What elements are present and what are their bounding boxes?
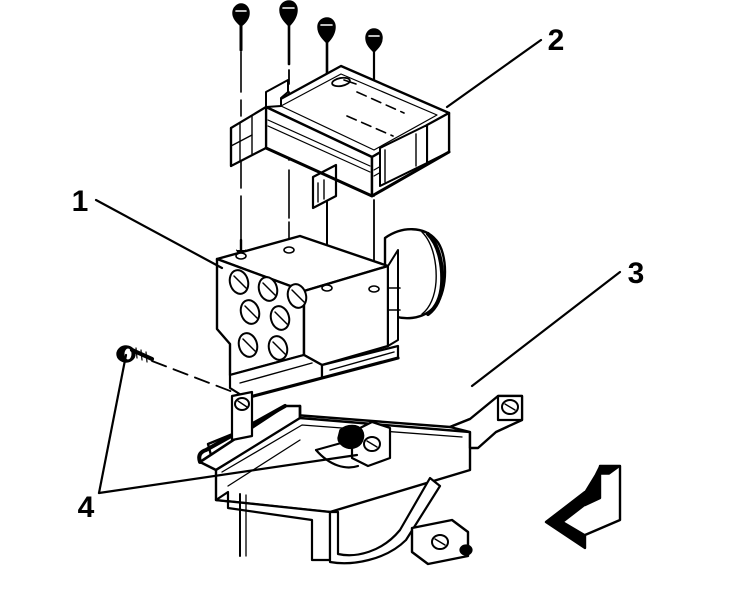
callout-label-1: 1: [72, 185, 89, 218]
callout-label-4: 4: [78, 491, 95, 524]
callout-label-3: 3: [628, 257, 645, 290]
bracket-tab-bottom: [410, 518, 473, 566]
view-direction-arrow: [544, 464, 622, 550]
leader-line-4b: [97, 453, 359, 495]
leader-line-4a: [97, 353, 128, 495]
modulator-mounting-bracket: [197, 390, 524, 566]
bracket-bolt-upper: [116, 345, 239, 395]
electronic-brake-control-module: [229, 64, 451, 210]
bracket-tab-right: [448, 394, 524, 450]
callout-label-2: 2: [548, 24, 565, 57]
leader-line-1: [94, 198, 224, 270]
brake-pressure-modulator-valve: [215, 228, 447, 400]
bracket-tab-left: [230, 390, 254, 442]
leader-line-2: [445, 38, 543, 109]
leader-line-3: [470, 270, 622, 388]
bracket-tab-center: [314, 420, 392, 469]
callout-leaders: [94, 38, 622, 495]
